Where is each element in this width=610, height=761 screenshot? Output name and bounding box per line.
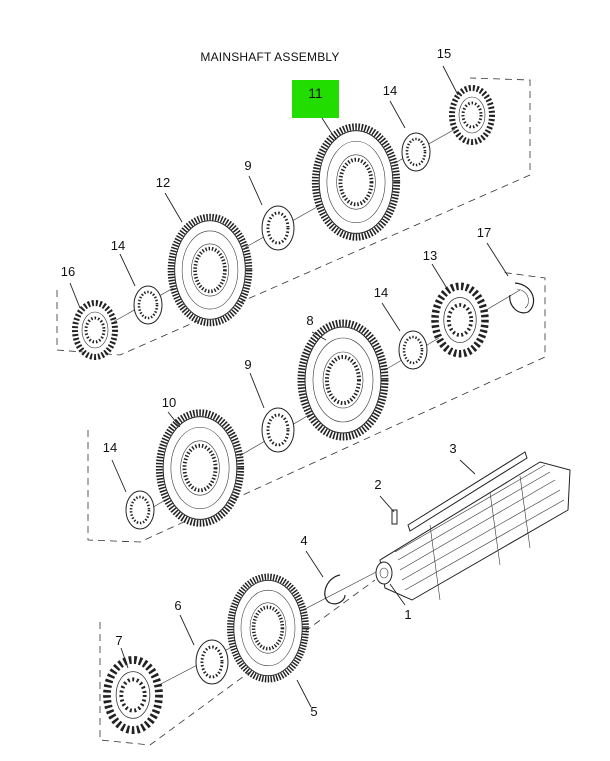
callout-1: 1 (404, 607, 412, 622)
callout-3: 3 (449, 441, 457, 456)
washer-9-upper (260, 204, 296, 252)
callout-13: 13 (422, 248, 438, 263)
gear-13 (435, 286, 485, 354)
gear-5 (230, 577, 306, 680)
snap-ring-4 (324, 574, 346, 605)
callout-4: 4 (300, 533, 308, 548)
gear-16 (75, 303, 115, 357)
callout-10: 10 (161, 395, 177, 410)
callout-14-upper-left: 14 (110, 238, 126, 253)
upper-group-outline (56, 77, 531, 356)
gear-11 (315, 127, 396, 238)
callout-7: 7 (115, 633, 123, 648)
callout-14-middle-right: 14 (373, 285, 389, 300)
callout-16: 16 (60, 264, 76, 279)
leader-lines (69, 65, 509, 708)
callout-11-highlighted[interactable]: 11 (292, 80, 339, 118)
callout-8: 8 (306, 313, 314, 328)
gear-7 (107, 660, 159, 730)
gear-10 (159, 413, 240, 524)
snap-ring-17 (509, 282, 535, 314)
callout-14-upper-right: 14 (382, 83, 398, 98)
callout-15: 15 (436, 46, 452, 61)
gear-15 (452, 88, 492, 142)
washer-9-middle (260, 406, 296, 454)
gear-6 (194, 638, 230, 686)
key-3 (407, 451, 528, 532)
callout-6: 6 (174, 598, 182, 613)
washer-14-upper-right (400, 131, 432, 173)
gear-8 (301, 323, 385, 437)
mainshaft-1 (375, 461, 571, 601)
washer-14-upper-left (132, 284, 164, 326)
callout-17: 17 (476, 225, 492, 240)
middle-group-outline (87, 271, 546, 543)
washer-14-middle-left (124, 489, 156, 531)
callout-9-upper: 9 (244, 158, 252, 173)
callout-2: 2 (374, 477, 382, 492)
diagram-title: MAINSHAFT ASSEMBLY (200, 50, 340, 64)
key-2 (391, 509, 398, 525)
callout-14-middle-left: 14 (102, 440, 118, 455)
callout-5: 5 (310, 704, 318, 719)
washer-14-middle-right (397, 329, 429, 371)
callout-9-middle: 9 (244, 357, 252, 372)
gear-12 (171, 217, 249, 323)
callout-12: 12 (155, 175, 171, 190)
